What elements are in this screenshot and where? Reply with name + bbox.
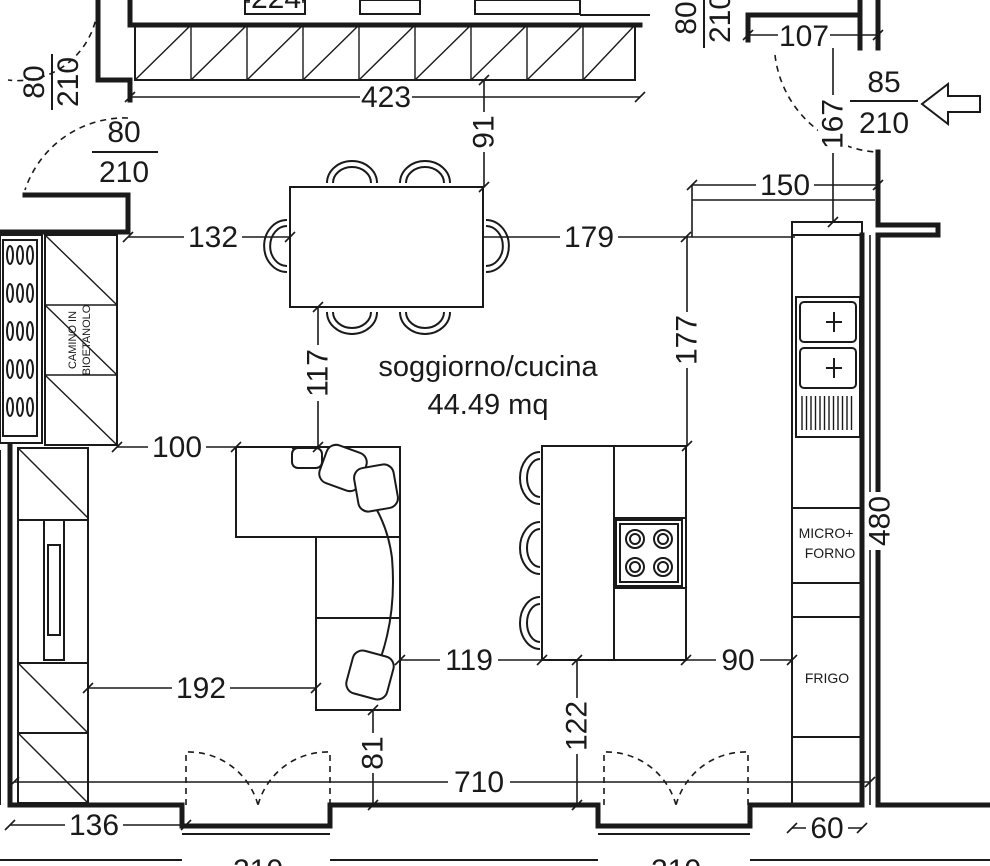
dim-117: 117 — [302, 349, 335, 397]
door-bottom-right-label: 210 — [651, 854, 701, 866]
door-labels: 80 210 80 210 80 210 85 210 210 210 — [18, 0, 918, 866]
top-cabinets — [134, 0, 636, 81]
dim-710: 710 — [454, 766, 504, 799]
door-left-height: 210 — [99, 156, 149, 189]
dining-table — [263, 160, 510, 335]
dim-150: 150 — [760, 169, 810, 202]
dim-60: 60 — [810, 812, 843, 845]
dim-192: 192 — [176, 672, 226, 705]
dim-107: 107 — [779, 20, 829, 53]
kitchen-island — [519, 445, 687, 661]
tv-unit — [17, 447, 89, 804]
sofa — [235, 443, 401, 711]
dim-91: 91 — [468, 115, 501, 148]
room-area: 44.49 mq — [428, 389, 549, 421]
fridge-label: FRIGO — [805, 670, 849, 686]
dim-90: 90 — [721, 644, 754, 677]
dim-179: 179 — [564, 221, 614, 254]
fireplace-label-1: CAMINO IN — [67, 311, 79, 369]
door-swings — [7, 0, 876, 806]
room-label: soggiorno/cucina 44.49 mq — [378, 351, 598, 421]
dimension-labels: 423 224 91 132 179 150 107 167 177 117 1… — [65, 0, 897, 845]
door-entrance-width: 85 — [867, 66, 900, 99]
dim-122: 122 — [561, 701, 594, 751]
door-top-left-width: 80 — [18, 65, 51, 98]
fireplace: CAMINO IN BIOETANOLO — [0, 234, 118, 446]
dim-480: 480 — [864, 496, 897, 546]
room-name: soggiorno/cucina — [378, 351, 598, 383]
dim-81: 81 — [357, 736, 390, 769]
door-top-left-height: 210 — [52, 57, 85, 107]
door-bottom-left-label: 210 — [233, 854, 283, 866]
dim-177: 177 — [671, 315, 704, 365]
dim-423: 423 — [361, 81, 411, 114]
dim-224: 224 — [251, 0, 301, 15]
door-top-right-height: 210 — [704, 0, 737, 43]
door-entrance-height: 210 — [859, 107, 909, 140]
micro-label-1: MICRO+ — [799, 525, 854, 541]
door-left-width: 80 — [107, 116, 140, 149]
fireplace-label-2: BIOETANOLO — [81, 304, 93, 375]
dim-132: 132 — [188, 221, 238, 254]
door-top-right-width: 80 — [670, 1, 703, 34]
kitchen-counter-right: MICRO+ FORNO FRIGO — [791, 221, 863, 806]
dim-167: 167 — [817, 99, 850, 149]
dim-100: 100 — [152, 431, 202, 464]
dim-136: 136 — [69, 809, 119, 842]
entrance-arrow-icon — [920, 81, 981, 127]
micro-label-2: FORNO — [805, 545, 856, 561]
dim-119: 119 — [445, 644, 493, 677]
